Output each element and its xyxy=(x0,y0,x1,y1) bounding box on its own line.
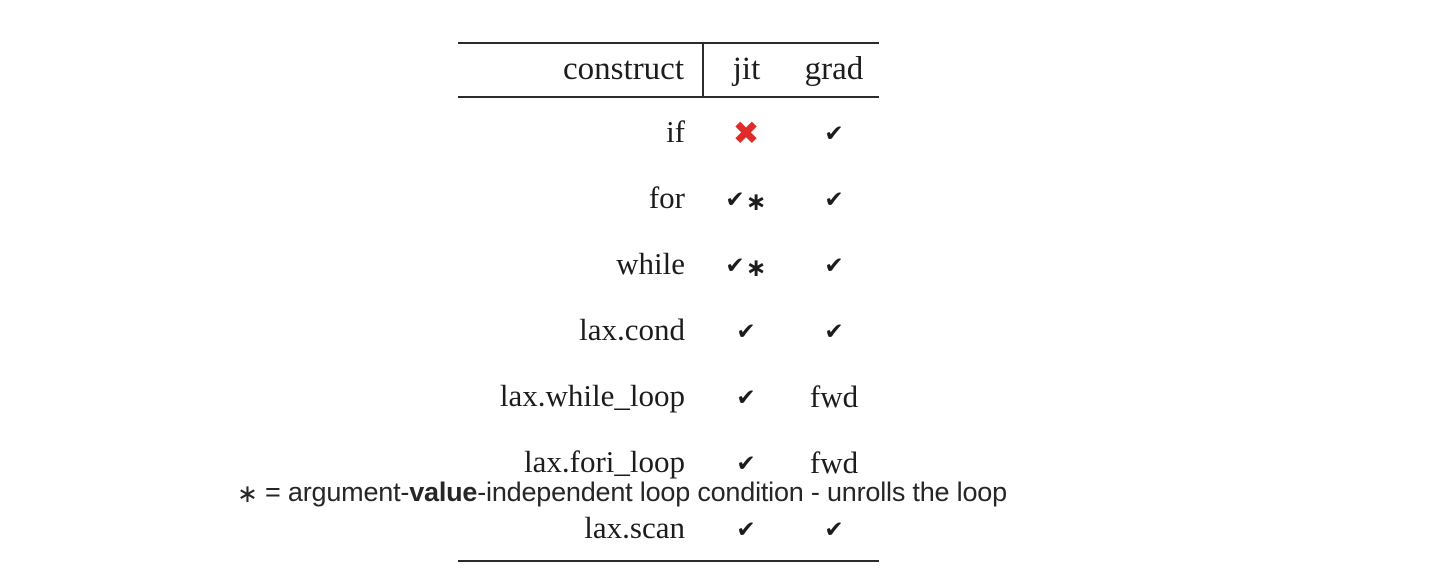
table-row: for✔∗✔ xyxy=(458,164,879,230)
check-icon: ✔ xyxy=(824,186,844,213)
control-flow-support-table: construct jit grad if✖✔for✔∗✔while✔∗✔lax… xyxy=(458,42,879,562)
asterisk-icon: ∗ xyxy=(745,186,767,216)
asterisk-icon: ∗ xyxy=(745,252,767,282)
footnote-prefix: = argument- xyxy=(257,477,410,507)
asterisk-icon: ∗ xyxy=(237,479,258,508)
check-icon: ✔ xyxy=(725,186,745,213)
cell-construct: if xyxy=(666,113,685,149)
check-icon: ✔ xyxy=(725,252,745,279)
support-table-wrapper: construct jit grad if✖✔for✔∗✔while✔∗✔lax… xyxy=(458,42,879,562)
check-icon: ✔ xyxy=(824,516,844,543)
table-header: construct jit grad xyxy=(458,43,879,97)
footnote-emphasis: value xyxy=(409,477,478,507)
footnote-suffix: -independent loop condition - unrolls th… xyxy=(477,477,1007,507)
check-icon: ✔ xyxy=(736,450,756,477)
cell-construct: lax.fori_loop xyxy=(524,443,685,479)
cell-grad: ✔ xyxy=(789,494,879,561)
column-header-jit: jit xyxy=(702,43,789,97)
cell-jit: ✖ xyxy=(703,97,789,164)
cell-construct: while xyxy=(616,245,685,281)
cell-construct: lax.scan xyxy=(584,509,685,545)
cell-grad: ✔ xyxy=(789,97,879,164)
table-row: lax.scan ✔ ✔ xyxy=(458,494,879,561)
cell-grad: fwd xyxy=(789,362,879,428)
check-icon: ✔ xyxy=(736,384,756,411)
table-body: if✖✔for✔∗✔while✔∗✔lax.cond✔✔lax.while_lo… xyxy=(458,97,879,561)
cell-grad: ✔ xyxy=(789,296,879,362)
cell-jit: ✔ xyxy=(703,428,789,494)
check-icon: ✔ xyxy=(736,318,756,345)
cell-jit: ✔∗ xyxy=(703,230,789,296)
column-header-construct: construct xyxy=(563,51,684,87)
cell-text-value: fwd xyxy=(809,445,859,481)
cell-grad: fwd xyxy=(789,428,879,494)
cell-jit: ✔ xyxy=(703,296,789,362)
check-icon: ✔ xyxy=(824,252,844,279)
table-row: while✔∗✔ xyxy=(458,230,879,296)
cell-jit: ✔ xyxy=(703,494,789,561)
check-icon: ✔ xyxy=(736,516,756,543)
table-row: if ✖ ✔ xyxy=(458,97,879,164)
table-row: lax.while_loop ✔ fwd xyxy=(458,362,879,428)
table-row: lax.cond ✔ ✔ xyxy=(458,296,879,362)
cell-grad: ✔ xyxy=(789,230,879,296)
check-icon: ✔ xyxy=(824,120,844,147)
cell-construct: lax.while_loop xyxy=(499,377,685,413)
check-icon: ✔ xyxy=(824,318,844,345)
column-header-grad: grad xyxy=(804,51,864,87)
cross-icon: ✖ xyxy=(732,114,760,153)
cell-jit: ✔ xyxy=(703,362,789,428)
footnote-legend: ∗ = argument-value-independent loop cond… xyxy=(237,477,1007,508)
table-row: lax.fori_loop ✔ fwd xyxy=(458,428,879,494)
cell-jit: ✔∗ xyxy=(703,164,789,230)
cell-construct: for xyxy=(648,179,685,215)
cell-construct: lax.cond xyxy=(579,311,685,347)
cell-grad: ✔ xyxy=(789,164,879,230)
table-header-row: construct jit grad xyxy=(458,43,879,97)
cell-text-value: fwd xyxy=(809,379,859,415)
